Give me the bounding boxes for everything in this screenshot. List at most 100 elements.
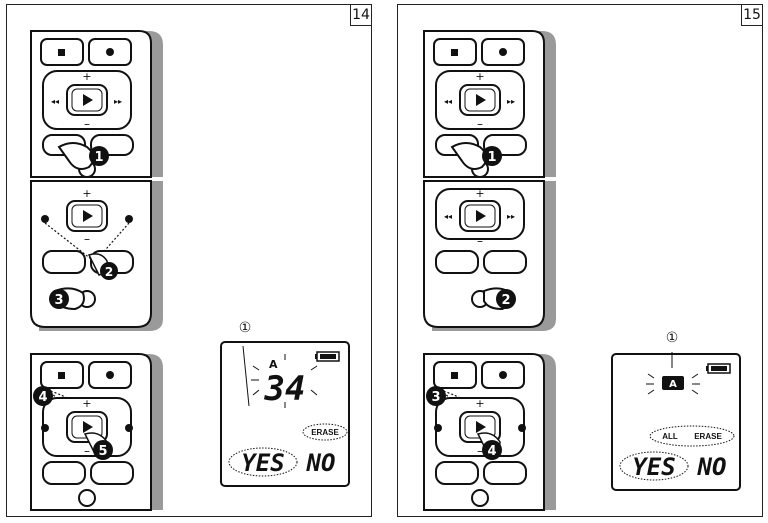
lcd-display: A 34 ERASE YES NO (220, 341, 350, 487)
svg-text:A: A (669, 379, 677, 390)
step-number: 4 (487, 444, 496, 459)
folder-index-button[interactable] (42, 250, 86, 274)
minus-icon: – (477, 234, 483, 248)
stop-icon (58, 49, 65, 56)
erase-indicator: ERASE (302, 423, 348, 441)
navigation-pad[interactable] (435, 188, 525, 240)
minus-icon: – (84, 444, 90, 458)
step-number: 1 (94, 150, 103, 165)
play-icon (476, 94, 486, 106)
pointing-hand-icon: 3 (49, 287, 85, 311)
fast-forward-icon: ▸▸ (507, 97, 515, 106)
folder-icon: A (269, 358, 278, 371)
play-icon (83, 210, 93, 222)
erase-label: ERASE (694, 432, 722, 441)
battery-icon (706, 363, 731, 374)
folder-index-button[interactable] (435, 250, 479, 274)
record-button[interactable] (88, 361, 132, 389)
erase-button[interactable] (483, 461, 527, 485)
pointing-hand-icon: 5 (83, 432, 113, 460)
record-button[interactable] (481, 38, 525, 66)
play-icon (83, 421, 93, 433)
blink-rays (251, 354, 318, 408)
callout-marker: ① (238, 320, 252, 336)
step-number: 3 (54, 293, 63, 308)
no-indicator: NO (697, 453, 727, 481)
recorder-figure-step1: + – ◂◂ ▸▸ 1 (423, 30, 556, 178)
plus-icon: + (82, 187, 91, 200)
callout-marker: ① (665, 330, 679, 346)
record-icon (106, 371, 114, 379)
pointing-hand-icon: 1 (57, 142, 109, 170)
pointing-hand-icon: 2 (483, 287, 516, 311)
page-number: 15 (741, 4, 763, 26)
plus-icon: + (475, 70, 484, 83)
stop-icon (58, 372, 65, 379)
jog-button[interactable] (78, 489, 96, 507)
folder-icon: A (662, 376, 684, 390)
recorder-figure-step1: + – ◂◂ ▸▸ 1 (30, 30, 163, 178)
lcd-display: A ALL ERASE YES NO (611, 352, 741, 491)
minus-icon: – (477, 444, 483, 458)
step-number: 1 (487, 150, 496, 165)
manual-page-15: 15 + – ◂◂ ▸▸ 1 + ◂◂ (397, 4, 763, 517)
yes-indicator: YES (228, 447, 298, 477)
record-icon (499, 371, 507, 379)
record-button[interactable] (481, 361, 525, 389)
stop-button[interactable] (40, 38, 84, 66)
pointing-hand-icon: 4 (476, 432, 502, 460)
minus-icon: – (84, 117, 90, 131)
step-number: 4 (38, 390, 47, 405)
svg-text:YES: YES (241, 449, 284, 477)
step-number: 2 (105, 265, 113, 279)
svg-text:YES: YES (632, 453, 675, 481)
stop-button[interactable] (433, 38, 477, 66)
page-number: 14 (350, 4, 372, 26)
recorder-figure-step3-4: + – 3 4 (423, 353, 556, 511)
jog-button[interactable] (471, 489, 489, 507)
minus-icon: – (84, 232, 90, 246)
erase-button[interactable] (483, 250, 527, 274)
folder-index-button[interactable] (435, 461, 479, 485)
stop-button[interactable] (433, 361, 477, 389)
stop-icon (451, 49, 458, 56)
recorder-figure-step2: + ◂◂ ▸▸ – 2 (423, 180, 556, 331)
erase-button[interactable] (90, 461, 134, 485)
record-icon (499, 48, 507, 56)
battery-icon (315, 351, 340, 362)
yes-indicator: YES (619, 451, 689, 481)
no-indicator: NO (306, 449, 336, 477)
svg-text:ERASE: ERASE (311, 428, 339, 437)
play-icon (476, 421, 486, 433)
plus-icon: + (475, 397, 484, 410)
stop-button[interactable] (40, 361, 84, 389)
pointing-hand-icon: 4 (33, 386, 53, 406)
plus-icon: + (475, 187, 484, 200)
plus-icon: + (82, 70, 91, 83)
pointing-hand-icon: 2 (87, 253, 118, 280)
pointing-hand-icon: 1 (450, 142, 502, 170)
play-icon (476, 210, 486, 222)
rewind-icon: ◂◂ (444, 97, 452, 106)
minus-icon: – (477, 117, 483, 131)
all-erase-indicator: ALL ERASE (649, 425, 735, 447)
recorder-figure-step2-3: + – 2 3 (30, 180, 163, 331)
all-label: ALL (662, 432, 678, 441)
fast-forward-icon: ▸▸ (114, 97, 122, 106)
rewind-icon: ◂◂ (51, 97, 59, 106)
record-button[interactable] (88, 38, 132, 66)
fast-forward-icon: ▸▸ (507, 212, 515, 221)
file-number: 34 (264, 369, 306, 409)
recorder-figure-step4-5: + – 4 5 (30, 353, 163, 511)
folder-index-button[interactable] (42, 461, 86, 485)
blink-rays (646, 373, 700, 395)
step-number: 2 (501, 293, 510, 308)
pointing-hand-icon: 3 (426, 386, 446, 406)
step-number: 3 (431, 390, 440, 405)
stop-icon (451, 372, 458, 379)
plus-icon: + (82, 397, 91, 410)
manual-page-14: 14 + – ◂◂ ▸▸ 1 + (6, 4, 372, 517)
play-icon (83, 94, 93, 106)
step-number: 5 (98, 444, 107, 459)
record-icon (106, 48, 114, 56)
